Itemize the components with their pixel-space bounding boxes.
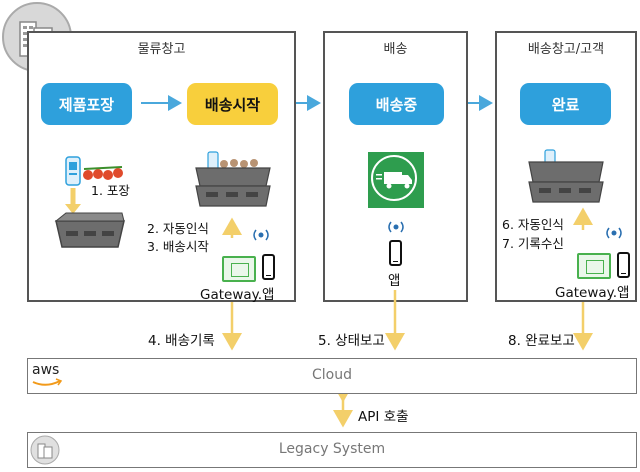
wireless-signal-icon-2 bbox=[388, 221, 404, 233]
legacy-system-label: Legacy System bbox=[278, 441, 386, 457]
label-status-report: 5. 상태보고 bbox=[318, 333, 385, 349]
cloud-bar: Cloud bbox=[27, 358, 637, 394]
tomatoes-icon bbox=[83, 166, 123, 180]
warehouse-title: 물류창고 bbox=[137, 42, 186, 57]
step-packaging: 제품포장 bbox=[41, 83, 132, 125]
label-ship-record: 4. 배송기록 bbox=[148, 333, 215, 349]
crate-stack-icon-1 bbox=[195, 151, 271, 207]
smartphone-icon-1 bbox=[262, 254, 275, 280]
aws-logo-icon: aws bbox=[30, 362, 64, 388]
crate-icon-1 bbox=[54, 212, 125, 248]
wireless-signal-icon-3 bbox=[606, 227, 622, 239]
label-auto-recognize-2: 6. 자동인식 bbox=[502, 217, 564, 232]
step-complete: 완료 bbox=[520, 83, 611, 125]
truck-icon bbox=[368, 152, 424, 208]
label-record-receive: 7. 기록수신 bbox=[502, 236, 564, 251]
gateway-device-icon-2 bbox=[577, 253, 611, 279]
label-app: 앱 bbox=[388, 273, 401, 289]
destination-title: 배송창고/고객 bbox=[527, 42, 605, 57]
label-complete-report: 8. 완료보고 bbox=[508, 333, 575, 349]
label-auto-recognize-1: 2. 자동인식 bbox=[147, 221, 209, 236]
label-ship-begin: 3. 배송시작 bbox=[147, 239, 209, 254]
building-small-icon bbox=[30, 435, 60, 465]
wireless-signal-icon-1 bbox=[253, 229, 269, 241]
label-pack: 1. 포장 bbox=[91, 183, 130, 198]
label-gateway-app-2: Gateway.앱 bbox=[555, 285, 630, 301]
crate-stack-icon-2 bbox=[528, 149, 604, 203]
shipping-title: 배송 bbox=[383, 42, 408, 57]
aws-logo-text: aws bbox=[32, 362, 60, 378]
label-gateway-app-1: Gateway.앱 bbox=[200, 287, 275, 303]
step-ship-start: 배송시작 bbox=[187, 83, 278, 125]
legacy-system-bar: Legacy System bbox=[27, 432, 637, 468]
label-api-call: API 호출 bbox=[358, 409, 409, 425]
gateway-device-icon-1 bbox=[222, 256, 256, 282]
cloud-label: Cloud bbox=[312, 367, 352, 383]
step-in-transit: 배송중 bbox=[349, 83, 444, 125]
smartphone-icon-2 bbox=[389, 240, 402, 266]
smartphone-icon-3 bbox=[617, 252, 630, 278]
rfid-tag-icon-1 bbox=[65, 156, 81, 186]
